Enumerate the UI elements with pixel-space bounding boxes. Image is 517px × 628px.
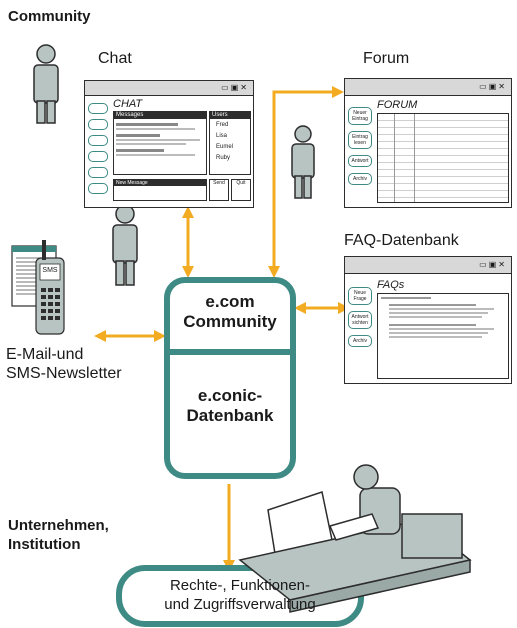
center-box	[164, 277, 296, 479]
center-top-line1: e.com	[205, 292, 255, 311]
window-controls-icon[interactable]: ▭▣✕	[221, 83, 249, 92]
faq-side-buttons: Neue Frage Antwort sichten Archiv	[348, 287, 372, 347]
chat-label: Chat	[98, 50, 132, 67]
window-controls-icon[interactable]: ▭▣✕	[479, 260, 507, 269]
users-panel: Users Fred Lisa Eumel Ruby	[209, 111, 251, 175]
faq-archive-button[interactable]: Archiv	[348, 335, 372, 347]
person-icons	[33, 44, 315, 286]
person-chat-icon	[112, 204, 138, 286]
new-message-label: New Message	[114, 180, 206, 186]
rights-text: Rechte-, Funktionen- und Zugriffsverwalt…	[164, 577, 316, 613]
side-button[interactable]	[88, 103, 108, 114]
quit-label: Quit	[236, 180, 246, 186]
forum-new-entry-button[interactable]: Neuer Eintrag	[348, 107, 372, 125]
forum-window: ▭▣✕ Neuer Eintrag Eintrag lesen Antwort …	[344, 78, 512, 208]
faq-title: FAQs	[377, 279, 405, 291]
faq-window: ▭▣✕ Neue Frage Antwort sichten Archiv FA…	[344, 256, 512, 384]
center-top-line2: Community	[183, 312, 277, 331]
person-forum-icon	[291, 125, 315, 199]
faq-new-question-button[interactable]: Neue Frage	[348, 287, 372, 305]
send-label: Send	[213, 180, 225, 186]
user-item[interactable]: Fred	[216, 122, 229, 128]
user-item[interactable]: Lisa	[216, 133, 228, 139]
faq-content	[377, 293, 509, 379]
person-community-icon	[33, 44, 59, 124]
center-top-text: e.com Community	[167, 292, 293, 332]
forum-table	[377, 113, 509, 203]
window-controls-icon[interactable]: ▭▣✕	[479, 82, 507, 91]
center-bottom-line2: Datenbank	[186, 406, 274, 425]
newsletter-icon	[11, 240, 65, 335]
side-button[interactable]	[88, 183, 108, 194]
messages-panel: Messages	[113, 111, 207, 175]
company-desk-icon	[238, 464, 472, 613]
forum-title: FORUM	[377, 99, 418, 111]
forum-reply-button[interactable]: Antwort	[348, 155, 372, 167]
chat-side-buttons	[88, 103, 108, 194]
forum-label: Forum	[363, 50, 410, 67]
center-bottom-text: e.conic- Datenbank	[167, 386, 293, 426]
new-message-panel[interactable]: New Message	[113, 179, 207, 201]
side-button[interactable]	[88, 151, 108, 162]
forum-side-buttons: Neuer Eintrag Eintrag lesen Antwort Arch…	[348, 107, 372, 185]
user-item[interactable]: Ruby	[216, 155, 231, 161]
quit-button[interactable]: Quit	[231, 179, 251, 201]
community-heading: Community	[8, 8, 91, 25]
faq-titlebar: ▭▣✕	[345, 257, 511, 274]
forum-read-entry-button[interactable]: Eintrag lesen	[348, 131, 372, 149]
faq-label: FAQ-Datenbank	[344, 232, 459, 249]
messages-header: Messages	[114, 112, 206, 119]
chat-titlebar: ▭▣✕	[85, 81, 253, 96]
sms-label: SMS	[42, 267, 58, 274]
side-button[interactable]	[88, 167, 108, 178]
chat-title: CHAT	[113, 98, 143, 110]
newsletter-label: E-Mail-und SMS-Newsletter	[6, 346, 122, 382]
company-heading: Unternehmen, Institution	[8, 517, 109, 553]
chat-window: ▭▣✕ CHAT Messages Users Fred Lisa Eumel …	[84, 80, 254, 208]
faq-view-answer-button[interactable]: Antwort sichten	[348, 311, 372, 329]
forum-arrow	[268, 86, 344, 278]
side-button[interactable]	[88, 135, 108, 146]
forum-archive-button[interactable]: Archiv	[348, 173, 372, 185]
side-button[interactable]	[88, 119, 108, 130]
forum-titlebar: ▭▣✕	[345, 79, 511, 96]
user-item[interactable]: Eumel	[216, 144, 234, 150]
center-bottom-line1: e.conic-	[197, 386, 263, 405]
send-button[interactable]: Send	[209, 179, 229, 201]
users-header: Users	[210, 112, 250, 119]
